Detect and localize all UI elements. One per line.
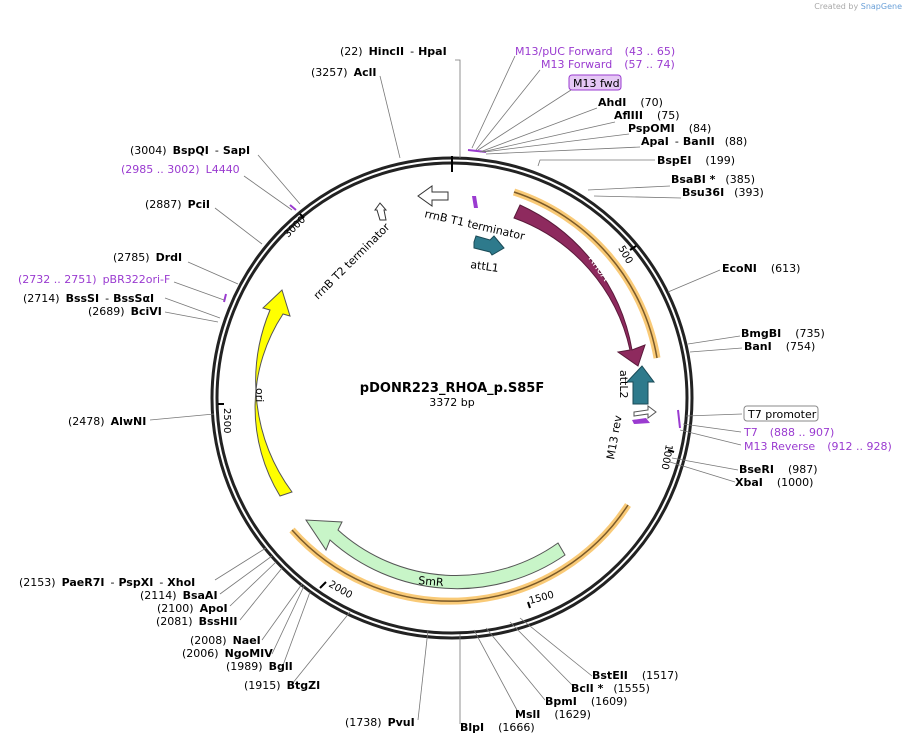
smr-label: SmR [418, 574, 445, 589]
primer-bar-pbr [223, 293, 227, 303]
site-bseri: BseRI(987) [739, 463, 818, 476]
primer-labels: M13/pUC Forward(43 .. 65) M13 Forward(57… [18, 45, 892, 453]
plasmid-name: pDONR223_RHOA_p.S85F [360, 381, 544, 396]
site-bcli: BclI *(1555) [571, 682, 650, 695]
site-bcivi: (2689)BciVI [88, 305, 162, 318]
site-bsssi: (2714)BssSI-BssSαI [23, 292, 154, 305]
primer-bar-l4440 [289, 204, 297, 211]
tick-1000: 1000 [659, 443, 674, 470]
m13-fwd-primer-mark [472, 196, 478, 208]
site-bsu36i: Bsu36I(393) [682, 186, 764, 199]
attl2-feature [625, 365, 655, 405]
leader-lines [149, 55, 743, 724]
smr-feature [305, 519, 566, 590]
credit-brand: SnapGene [860, 2, 902, 11]
site-drdi: (2785)DrdI [113, 251, 182, 264]
site-bmgbi: BmgBI(735) [741, 327, 825, 340]
t7-promoter-label: T7 promoter [747, 408, 817, 421]
site-bgli: (1989)BglI [226, 660, 293, 673]
site-bsshii: (2081)BssHII [156, 615, 237, 628]
site-econi: EcoNI(613) [722, 262, 800, 275]
m13-rev-feature [633, 405, 657, 419]
site-acli: (3257)AclI [311, 66, 376, 79]
site-blpi: BlpI(1666) [460, 721, 535, 734]
primer-t7: T7(888 .. 907) [743, 426, 834, 439]
site-msli: MslI(1629) [515, 708, 591, 721]
site-bspei: BspEI(199) [657, 154, 735, 167]
site-bpmi: BpmI(1609) [545, 695, 627, 708]
site-ngomiv: (2006)NgoMIV [182, 647, 273, 660]
site-alwni: (2478)AlwNI [68, 415, 146, 428]
rrnb-t2-label: rrnB T2 terminator [311, 220, 393, 302]
primer-m13puc: M13/pUC Forward(43 .. 65) [515, 45, 675, 58]
site-bsaai: (2114)BsaAI [140, 589, 218, 602]
primer-bar-t7 [677, 409, 681, 429]
t7-primer-mark [632, 418, 650, 424]
rrnb-t2-feature [374, 202, 388, 221]
attl2-label: attL2 [617, 370, 630, 399]
credit-prefix: Created by [814, 2, 859, 11]
restriction-sites: (22)HincII-HpaI (3257)AclI AhdI(70) AflI… [19, 45, 825, 734]
ori-feature [254, 289, 293, 497]
m13-fwd-box [568, 74, 622, 91]
tick-3000: 3000 [282, 214, 308, 240]
site-pcii: (2887)PciI [145, 198, 210, 211]
site-pvui: (1738)PvuI [345, 716, 415, 729]
site-apai: ApaI-BanII(88) [641, 135, 747, 148]
ori-label: ori [253, 388, 266, 402]
site-naei: (2008)NaeI [190, 634, 261, 647]
site-bsabi: BsaBI *(385) [671, 173, 755, 186]
rrnb-t1-label: rrnB T1 terminator [423, 207, 526, 243]
m13-fwd-label: M13 fwd [573, 77, 620, 90]
site-paer7i: (2153)PaeR7I-PspXI-XhoI [19, 576, 195, 589]
tick-2500: 2500 [221, 408, 232, 433]
rrnb-t1-feature [417, 185, 449, 207]
primer-l4440: (2985 .. 3002)L4440 [121, 163, 240, 176]
site-btgzi: (1915)BtgZI [244, 679, 320, 692]
snapgene-credit: Created by SnapGene [814, 2, 902, 11]
site-hincii: (22)HincII-HpaI [340, 45, 447, 58]
primer-pbr322: (2732 .. 2751)pBR322ori-F [18, 273, 170, 286]
site-afliii: AflIII(75) [614, 109, 680, 122]
attl1-feature [473, 235, 505, 256]
plasmid-length: 3372 bp [429, 396, 474, 409]
rhoa-feature [513, 204, 646, 367]
site-ahdi: AhdI(70) [598, 96, 663, 109]
primer-m13rev: M13 Reverse(912 .. 928) [744, 440, 892, 453]
primer-m13fwd: M13 Forward(57 .. 74) [541, 58, 675, 71]
site-bani: BanI(754) [744, 340, 815, 353]
site-bspqi: (3004)BspQI-SapI [130, 144, 250, 157]
feature-arcs [223, 149, 681, 605]
site-apoi: (2100)ApoI [157, 602, 228, 615]
site-bsteii: BstEII(1517) [592, 669, 678, 682]
t7-promoter-box [743, 405, 819, 422]
tick-1500: 1500 [528, 590, 555, 607]
m13-rev-label: M13 rev [604, 414, 625, 461]
attl1-label: attL1 [470, 258, 500, 275]
site-pspomi: PspOMI(84) [628, 122, 711, 135]
site-xbai: XbaI(1000) [735, 476, 813, 489]
